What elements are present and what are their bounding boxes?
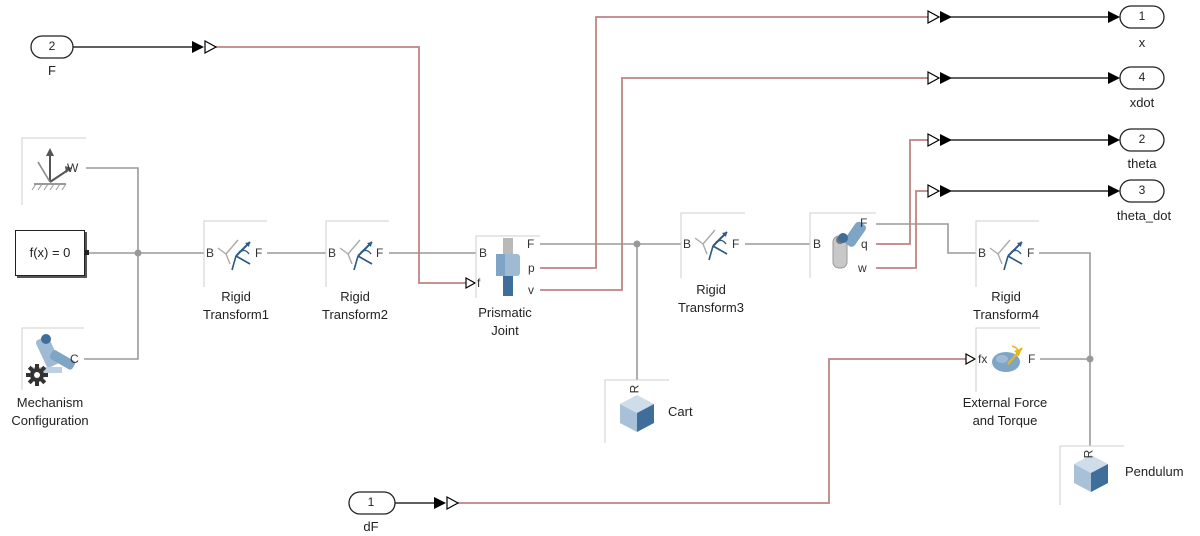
signal-lines (73, 16, 1110, 504)
signal-arrowheads (192, 11, 1120, 509)
outport-theta-dot[interactable] (1119, 179, 1165, 203)
junction-dot-1 (134, 249, 142, 257)
rt2-port-F: F (376, 246, 384, 260)
revolute-port-F: F (860, 216, 868, 230)
outport-theta-label: theta (1127, 156, 1157, 171)
cube-icon-pendulum[interactable] (1074, 455, 1108, 492)
prismatic-port-B: B (479, 246, 488, 260)
inport-dF[interactable] (348, 491, 396, 515)
line-world-to-junction (86, 167, 139, 253)
inport-dF-number: 1 (367, 495, 375, 509)
rigid-transform4-icon[interactable] (989, 239, 1023, 271)
prismatic-name-line1: Prismatic (478, 305, 532, 320)
rt4-port-F: F (1027, 246, 1035, 260)
line-w-to-thetadot (876, 190, 928, 269)
cart-name: Cart (668, 404, 693, 419)
rt4-name-line1: Rigid (991, 289, 1021, 304)
cart-port-R: R (627, 384, 642, 394)
prismatic-name-line2: Joint (491, 323, 519, 338)
outport-theta-dot-label: theta_dot (1116, 208, 1172, 223)
line-revolute-to-rt4 (876, 223, 976, 254)
line-mechanism-to-junction (84, 253, 139, 360)
frame-axes-icon[interactable] (31, 148, 72, 191)
outport-xdot-label: xdot (1129, 95, 1155, 110)
rigid-transform3-icon[interactable] (694, 229, 728, 261)
rt3-name-line2: Transform3 (678, 300, 744, 315)
ps-lines (216, 16, 966, 504)
mechanism-name-line1: Mechanism (16, 395, 84, 410)
junction-dot-3 (1086, 355, 1094, 363)
line-F-to-prismatic (216, 46, 466, 284)
cube-icon-cart[interactable] (620, 395, 654, 432)
outport-theta[interactable] (1119, 128, 1165, 152)
extforce-port-fx: fx (978, 352, 988, 366)
rt3-name-line1: Rigid (696, 282, 726, 297)
revolute-icon[interactable] (832, 220, 868, 269)
extforce-port-F: F (1028, 352, 1036, 366)
outport-x[interactable] (1119, 5, 1165, 29)
rt4-name-line2: Transform4 (973, 307, 1039, 322)
revolute-port-q: q (861, 237, 868, 251)
revolute-port-w: w (858, 261, 867, 275)
block-frames (21, 137, 1124, 505)
solver-text: f(x) = 0 (29, 245, 71, 260)
outport-theta-number: 2 (1138, 132, 1146, 146)
pendulum-name: Pendulum (1125, 464, 1184, 479)
rt2-name-line1: Rigid (340, 289, 370, 304)
inport-dF-label: dF (363, 519, 379, 534)
prismatic-icon[interactable] (496, 238, 520, 296)
line-p-to-x (540, 16, 928, 269)
outport-xdot-number: 4 (1138, 70, 1146, 84)
outport-x-label: x (1138, 35, 1146, 50)
robot-arm-icon[interactable] (32, 334, 76, 373)
world-port-W: W (67, 161, 79, 175)
junction-dot-2 (633, 240, 641, 248)
pendulum-port-R: R (1081, 449, 1096, 459)
rt3-port-B: B (683, 237, 692, 251)
mechanism-port-C: C (70, 352, 79, 366)
inport-F-label: F (48, 63, 56, 78)
rt1-port-B: B (206, 246, 215, 260)
prismatic-port-F: F (527, 237, 535, 251)
force-arrow-icon[interactable] (992, 345, 1023, 372)
rt2-name-line2: Transform2 (322, 307, 388, 322)
outport-x-number: 1 (1138, 9, 1146, 23)
solver-configuration-block[interactable]: f(x) = 0 (15, 230, 85, 276)
rt1-name-line1: Rigid (221, 289, 251, 304)
rt1-port-F: F (255, 246, 263, 260)
rt4-port-B: B (978, 246, 987, 260)
rt3-port-F: F (732, 237, 740, 251)
prismatic-port-p: p (528, 261, 535, 275)
rigid-transform2-icon[interactable] (339, 239, 373, 271)
outport-xdot[interactable] (1119, 66, 1165, 90)
line-dF-to-extforce (458, 358, 966, 504)
line-q-to-theta (876, 139, 928, 245)
rigid-transform1-icon[interactable] (217, 239, 251, 271)
inport-F-number: 2 (48, 39, 56, 53)
extforce-name-line2: and Torque (972, 413, 1038, 428)
mechanism-name-line2: Configuration (11, 413, 89, 428)
rt2-port-B: B (328, 246, 337, 260)
solver-port-dot (84, 250, 89, 255)
prismatic-port-f: f (477, 276, 481, 290)
gear-icon (26, 364, 48, 386)
line-v-to-xdot (540, 77, 928, 291)
outport-theta-dot-number: 3 (1138, 183, 1146, 197)
rt1-name-line2: Transform1 (203, 307, 269, 322)
revolute-port-B: B (813, 237, 822, 251)
line-rt4-to-pendulum (1039, 252, 1091, 446)
converter-triangles (204, 9, 977, 511)
physical-lines (84, 167, 1091, 446)
extforce-name-line1: External Force (962, 395, 1048, 410)
prismatic-port-v: v (528, 283, 534, 297)
inport-F[interactable] (30, 35, 74, 59)
